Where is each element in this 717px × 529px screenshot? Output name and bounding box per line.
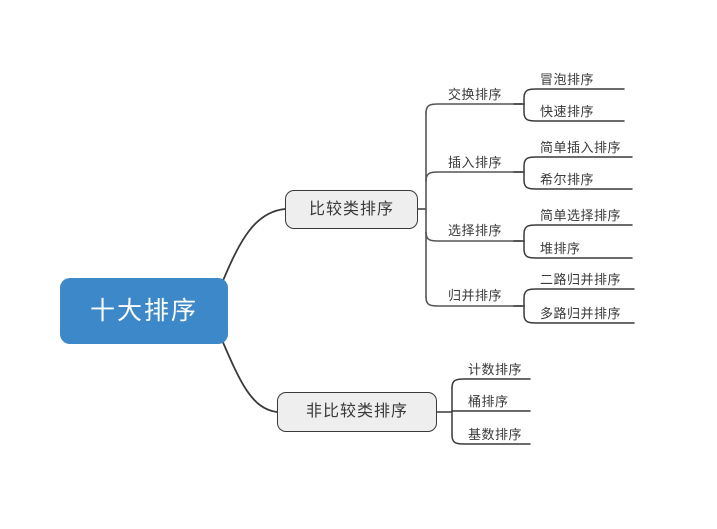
edge-exchange-leaf-bubble: [523, 88, 625, 105]
root-node-label: 十大排序: [89, 296, 198, 325]
leaf-bucket-sort[interactable]: 桶排序: [468, 394, 509, 409]
node-comparison-sort-label: 比较类排序: [308, 200, 394, 218]
leaf-counting-sort[interactable]: 计数排序: [468, 362, 523, 377]
node-selection-sort[interactable]: 选择排序: [448, 223, 503, 238]
edge-noncompare-leaf-counting: [451, 378, 531, 389]
leaf-radix-sort[interactable]: 基数排序: [468, 427, 523, 442]
leaf-heap-sort[interactable]: 堆排序: [540, 241, 581, 256]
leaf-shell-sort[interactable]: 希尔排序: [540, 172, 595, 187]
leaf-two-way-merge-sort[interactable]: 二路归并排序: [540, 272, 622, 287]
node-comparison-sort[interactable]: 比较类排序: [285, 190, 418, 229]
edge-merge-leaf-two-way: [523, 288, 635, 307]
root-node[interactable]: 十大排序: [60, 278, 228, 344]
leaf-simple-insertion-sort[interactable]: 简单插入排序: [540, 140, 622, 155]
node-insertion-sort[interactable]: 插入排序: [448, 155, 503, 170]
edge-insert-leaf-simple: [523, 156, 633, 173]
leaf-quick-sort[interactable]: 快速排序: [540, 104, 595, 119]
edge-root-to-noncompare: [221, 339, 278, 413]
edge-select-leaf-simple: [523, 224, 633, 242]
node-non-comparison-sort[interactable]: 非比较类排序: [277, 392, 437, 432]
leaf-simple-selection-sort[interactable]: 简单选择排序: [540, 208, 622, 223]
edge-compare-to-insert: [425, 171, 523, 182]
edge-root-to-compare: [221, 208, 286, 284]
leaf-bubble-sort[interactable]: 冒泡排序: [540, 72, 595, 87]
edge-compare-to-exchange: [425, 103, 523, 114]
node-merge-sort[interactable]: 归并排序: [448, 288, 503, 303]
node-exchange-sort[interactable]: 交换排序: [448, 87, 503, 102]
node-non-comparison-sort-label: 非比较类排序: [305, 403, 408, 420]
leaf-multi-way-merge-sort[interactable]: 多路归并排序: [540, 306, 622, 321]
